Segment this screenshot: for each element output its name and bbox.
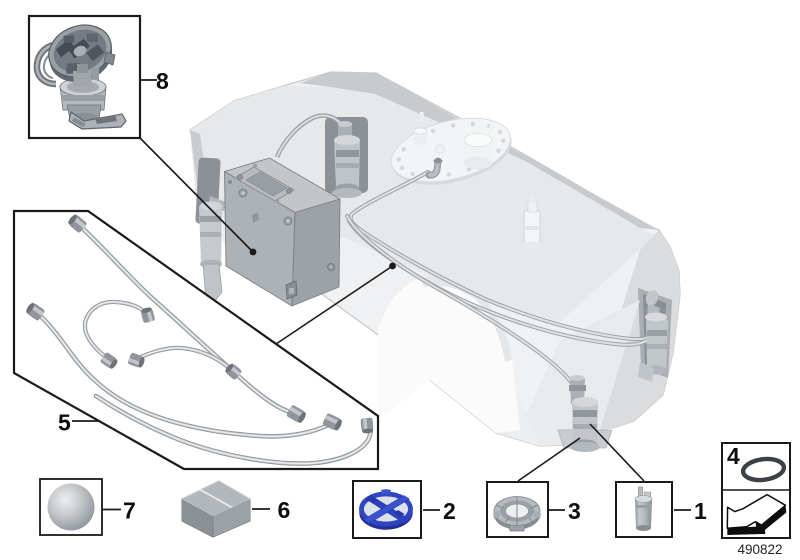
svg-text:2: 2: [443, 498, 456, 524]
svg-text:5: 5: [58, 410, 71, 436]
svg-text:1: 1: [694, 498, 707, 524]
svg-text:3: 3: [568, 498, 581, 524]
svg-text:6: 6: [278, 497, 291, 523]
svg-text:8: 8: [156, 68, 169, 94]
svg-text:4: 4: [727, 443, 740, 469]
svg-text:490822: 490822: [737, 542, 782, 557]
svg-text:7: 7: [123, 498, 136, 524]
